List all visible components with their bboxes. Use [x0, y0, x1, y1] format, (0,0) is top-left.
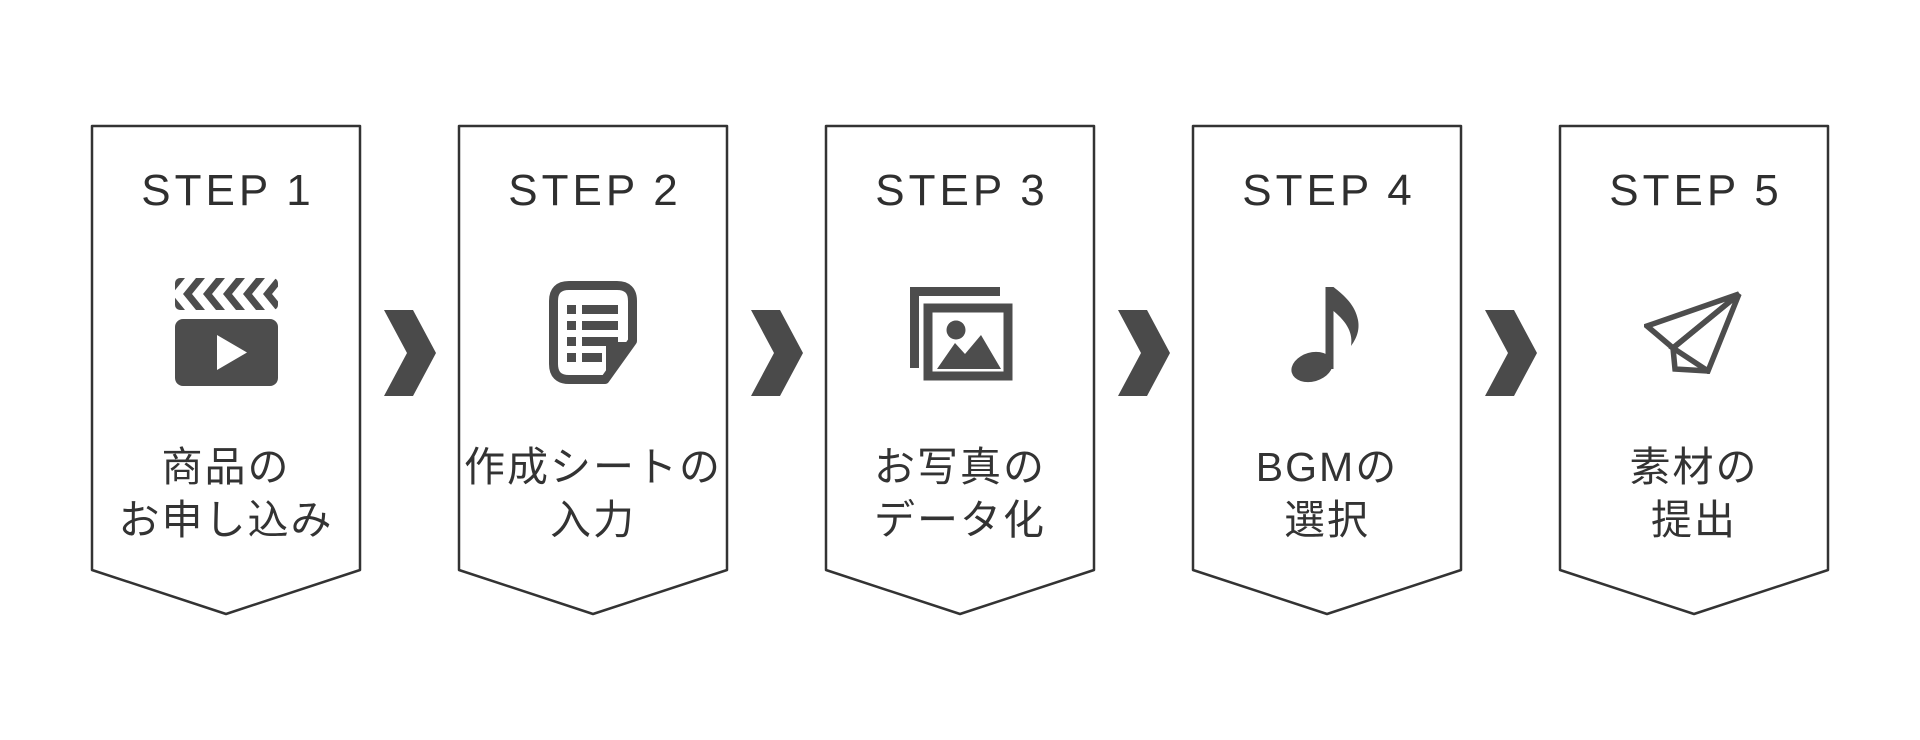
- step-word: STEP: [1609, 166, 1741, 215]
- step-description-line1: 作成シートの: [464, 444, 722, 490]
- step-word: STEP: [1242, 166, 1374, 215]
- step-description-line2: 提出: [1651, 497, 1737, 543]
- movie-clapperboard-icon: [174, 278, 278, 386]
- step-description: 素材の 提出: [1557, 441, 1831, 547]
- step-separator: [1464, 123, 1557, 396]
- step-description: お写真の データ化: [823, 441, 1097, 547]
- step-word: STEP: [875, 166, 1007, 215]
- step-number: 3: [1020, 166, 1045, 215]
- step-description-line1: BGMの: [1255, 444, 1399, 490]
- step-description-line1: 素材の: [1629, 444, 1759, 490]
- step-title: STEP 2: [456, 167, 730, 215]
- step-word: STEP: [508, 166, 640, 215]
- step-description: BGMの 選択: [1190, 441, 1464, 547]
- step-card-2: STEP 2 作成シートの 入力: [456, 123, 730, 617]
- step-description-line1: 商品の: [161, 444, 291, 490]
- document-sheet-icon: [549, 280, 637, 384]
- paper-plane-icon: [1644, 291, 1742, 374]
- step-description-line2: お申し込み: [118, 497, 334, 543]
- step-card-3: STEP 3 お写真の データ化: [823, 123, 1097, 617]
- process-flow: STEP 1 商品の お申し込み: [89, 123, 1831, 617]
- step-number: 2: [653, 166, 678, 215]
- next-step-chevron-icon: [750, 310, 803, 396]
- photos-icon: [910, 287, 1013, 381]
- step-description-line1: お写真の: [874, 444, 1046, 490]
- step-description: 作成シートの 入力: [456, 441, 730, 547]
- step-number: 5: [1754, 166, 1779, 215]
- step-separator: [1097, 123, 1190, 396]
- next-step-chevron-icon: [383, 310, 436, 396]
- step-separator: [730, 123, 823, 396]
- pennant-card-shape: [457, 124, 729, 616]
- next-step-chevron-icon: [1117, 310, 1170, 396]
- step-description-line2: データ化: [874, 497, 1046, 543]
- pennant-card-shape: [824, 124, 1096, 616]
- step-number: 1: [286, 166, 311, 215]
- step-card-1: STEP 1 商品の お申し込み: [89, 123, 363, 617]
- step-description-line2: 選択: [1284, 497, 1370, 543]
- step-description: 商品の お申し込み: [89, 441, 363, 547]
- next-step-chevron-icon: [1484, 310, 1537, 396]
- step-separator: [363, 123, 456, 396]
- step-description-line2: 入力: [550, 497, 636, 543]
- step-word: STEP: [141, 166, 273, 215]
- step-card-5: STEP 5 素材の 提出: [1557, 123, 1831, 617]
- step-title: STEP 3: [823, 167, 1097, 215]
- step-title: STEP 4: [1190, 167, 1464, 215]
- step-card-4: STEP 4 BGMの 選択: [1190, 123, 1464, 617]
- step-title: STEP 1: [89, 167, 363, 215]
- step-title: STEP 5: [1557, 167, 1831, 215]
- step-number: 4: [1387, 166, 1412, 215]
- music-note-icon: [1291, 287, 1359, 383]
